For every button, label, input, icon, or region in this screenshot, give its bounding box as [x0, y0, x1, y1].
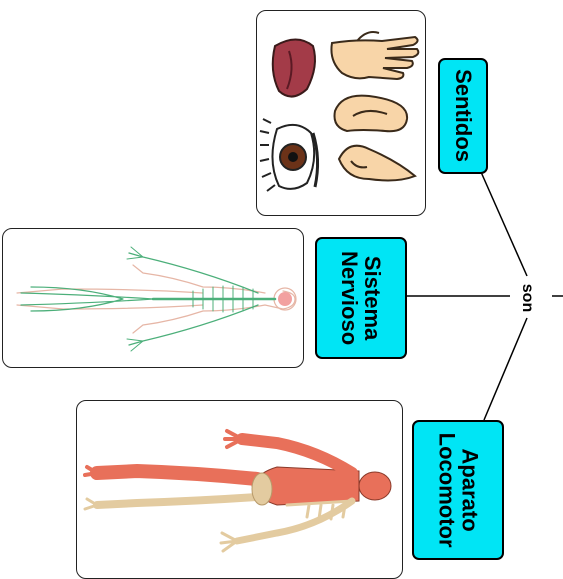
nervioso-label: Sistema Nervioso [338, 251, 384, 345]
nervous-system-figure [17, 247, 296, 351]
hand-icon [331, 32, 418, 79]
tongue-icon [273, 40, 315, 97]
locomotor-label: Aparato Locomotor [435, 433, 481, 548]
eye-icon [260, 119, 318, 191]
nervioso-image-card [2, 228, 304, 368]
root-label: son [518, 284, 536, 312]
sentidos-image-card [256, 10, 426, 216]
line-to-sentidos [481, 172, 527, 276]
musculoskeletal-figure [85, 431, 391, 551]
sentidos-label: Sentidos [451, 70, 474, 163]
ear-icon [335, 96, 408, 132]
root-node: son [512, 282, 542, 314]
nervioso-label-box: Sistema Nervioso [315, 237, 407, 359]
sentidos-label-box: Sentidos [438, 58, 488, 174]
locomotor-label-box: Aparato Locomotor [412, 420, 504, 560]
line-to-locomotor [484, 318, 527, 420]
nose-icon [339, 146, 415, 181]
locomotor-image-card [76, 400, 403, 579]
